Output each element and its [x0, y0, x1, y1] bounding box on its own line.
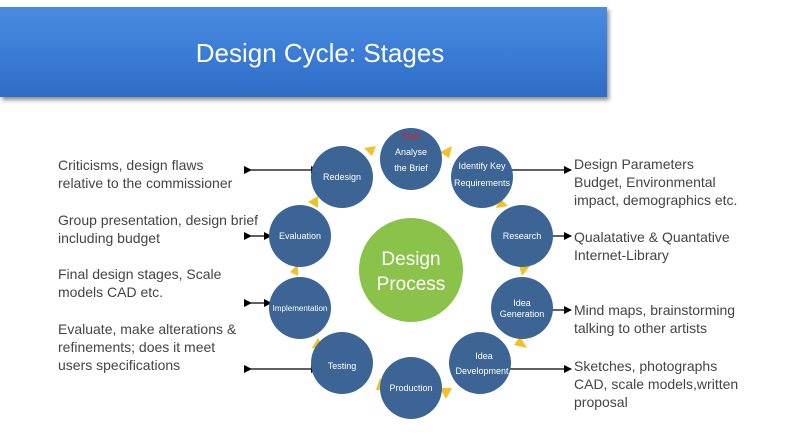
label-redesign: Redesign	[323, 172, 361, 182]
label-identify-line1: Identify Key	[458, 161, 506, 171]
note-idea-development: Sketches, photographs CAD, scale models,…	[574, 358, 739, 410]
node-idea-development	[449, 332, 511, 394]
label-idea-development-line2: Development	[455, 366, 509, 376]
cycle-arrow-9	[308, 196, 318, 208]
cycle-arrow-4	[514, 336, 527, 348]
cycle-arrow-8	[290, 264, 298, 276]
label-research: Research	[503, 231, 542, 241]
note-research: Qualatative & Quantative Internet-Librar…	[574, 229, 730, 263]
note-evaluation: Group presentation, design brief includi…	[58, 212, 259, 246]
node-testing	[311, 332, 373, 394]
node-idea-generation	[491, 277, 553, 339]
node-redesign	[311, 146, 373, 208]
cycle-arrow-5	[440, 388, 452, 399]
connector-arrows	[244, 166, 572, 373]
note-identify-requirements: Design Parameters Budget, Environmental …	[574, 156, 738, 208]
center-label-line2: Process	[377, 274, 446, 295]
label-analyse-line2: the Brief	[394, 163, 428, 173]
node-research	[491, 205, 553, 267]
node-identify-requirements	[451, 146, 513, 208]
cycle-arrow-10	[364, 146, 376, 156]
label-idea-development-line1: Idea	[475, 351, 493, 361]
node-analyse-brief	[380, 128, 442, 190]
label-identify-line2: Requirements	[454, 178, 511, 188]
center-label-line1: Design	[381, 249, 440, 270]
label-testing: Testing	[328, 361, 357, 371]
label-idea-generation-line1: Idea	[513, 298, 531, 308]
note-testing: Evaluate, make alterations & refinements…	[58, 321, 237, 373]
node-evaluation	[269, 205, 331, 267]
note-idea-generation: Mind maps, brainstorming talking to othe…	[574, 302, 736, 336]
center-circle	[359, 218, 463, 322]
title-banner	[0, 7, 607, 97]
node-production	[380, 357, 442, 419]
label-evaluation: Evaluation	[279, 231, 321, 241]
label-implementation: Implementation	[273, 304, 328, 313]
label-production: Production	[389, 383, 432, 393]
label-analyse-line1: Analyse	[395, 147, 427, 157]
note-redesign: Criticisms, design flaws relative to the…	[58, 157, 233, 191]
stage-nodes	[269, 128, 553, 419]
cycle-arrow-1	[440, 146, 452, 158]
slide-title: Design Cycle: Stages	[195, 38, 445, 68]
label-idea-generation-line2: Generation	[500, 309, 545, 319]
start-label: Start	[401, 131, 421, 141]
note-implementation: Final design stages, Scale models CAD et…	[58, 266, 222, 300]
node-implementation	[269, 277, 331, 339]
